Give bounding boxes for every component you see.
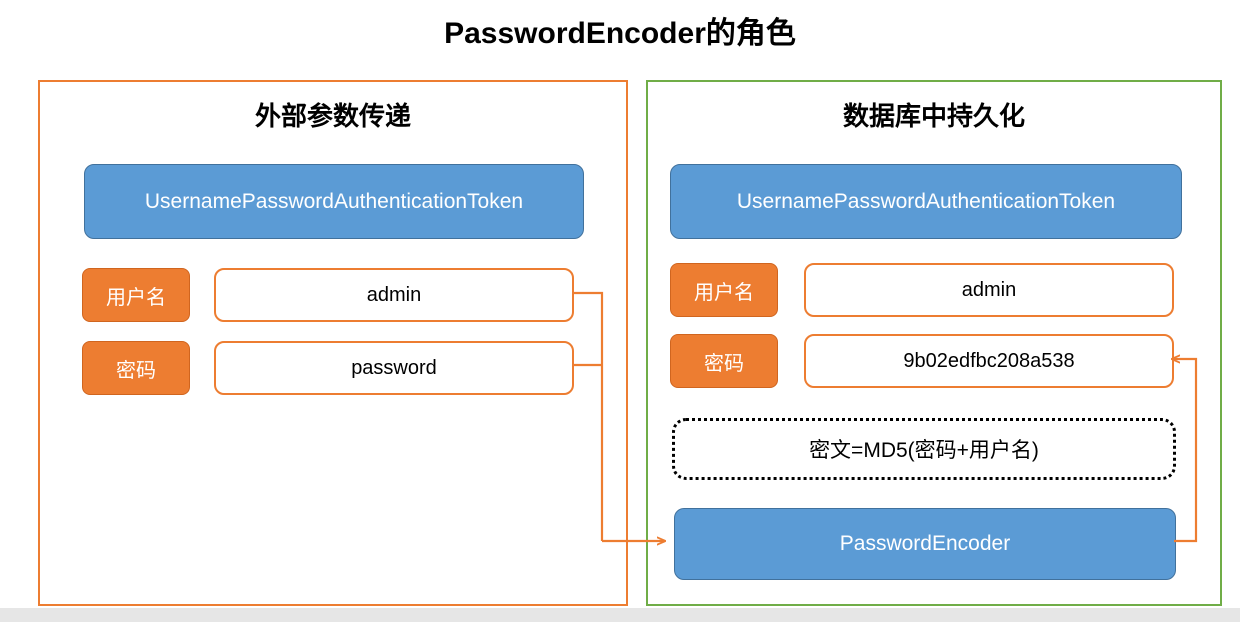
left-password-label: 密码: [82, 341, 190, 395]
right-token-box: UsernamePasswordAuthenticationToken: [670, 164, 1182, 239]
left-username-value: admin: [214, 268, 574, 322]
left-token-box: UsernamePasswordAuthenticationToken: [84, 164, 584, 239]
left-username-label: 用户名: [82, 268, 190, 322]
right-username-value: admin: [804, 263, 1174, 317]
page-title: PasswordEncoder的角色: [444, 17, 796, 50]
panel-right-heading: 数据库中持久化: [842, 101, 1025, 131]
hash-formula-box: 密文=MD5(密码+用户名): [672, 418, 1176, 480]
panel-database-persistence: 数据库中持久化 UsernamePasswordAuthenticationTo…: [646, 80, 1222, 606]
left-password-value: password: [214, 341, 574, 395]
right-username-label: 用户名: [670, 263, 778, 317]
right-password-hash-value: 9b02edfbc208a538: [804, 334, 1174, 388]
password-encoder-box: PasswordEncoder: [674, 508, 1176, 580]
page-bottom-band: [0, 608, 1240, 622]
panel-external-parameters: 外部参数传递 UsernamePasswordAuthenticationTok…: [38, 80, 628, 606]
right-password-label: 密码: [670, 334, 778, 388]
panel-left-heading: 外部参数传递: [254, 101, 411, 131]
